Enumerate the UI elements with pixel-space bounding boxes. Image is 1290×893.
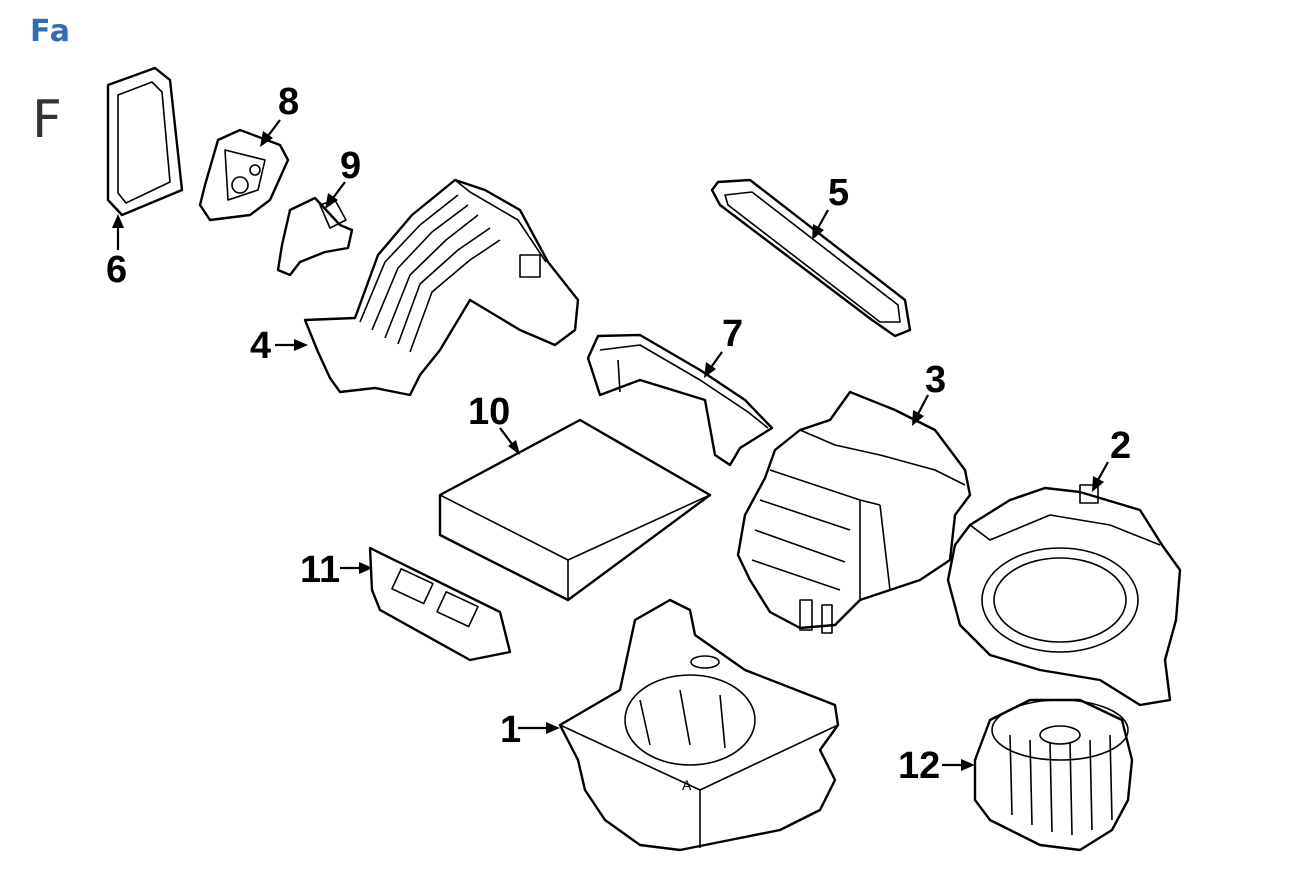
svg-text:A: A (682, 777, 692, 793)
part-12-blower-motor (973, 698, 1134, 852)
page-title-fragment: Fa (30, 14, 71, 49)
part-8-actuator (198, 128, 290, 222)
callout-4: 4 (250, 325, 271, 367)
callout-3: 3 (925, 359, 946, 401)
callout-6: 6 (106, 249, 127, 291)
part-10-filter (438, 418, 712, 602)
subtitle-fragment: F (32, 90, 62, 150)
callout-11: 11 (300, 549, 340, 591)
subtitle-fragment-text: F (32, 90, 62, 150)
callout-10: 10 (468, 391, 510, 433)
part-11-resistor (368, 546, 512, 662)
callout-12: 12 (898, 745, 940, 787)
callout-8: 8 (278, 81, 299, 123)
part-5-seal-strip (710, 178, 912, 338)
callout-1: 1 (500, 709, 521, 751)
part-7-duct (586, 333, 774, 467)
callout-9: 9 (340, 145, 361, 187)
leader-lines (112, 119, 1109, 771)
callout-7: 7 (722, 313, 743, 355)
part-2-blower-housing (946, 484, 1182, 707)
part-4-intake-housing (303, 178, 580, 397)
callout-5: 5 (828, 172, 849, 214)
part-6-gasket (106, 66, 184, 217)
callout-2: 2 (1110, 425, 1131, 467)
title-fragment-text: Fa (30, 14, 71, 49)
part-9-sensor (276, 196, 354, 277)
callout-labels: 1 2 3 4 5 6 7 8 9 10 11 12 (106, 81, 1131, 787)
part-1-blower-case: A (558, 598, 840, 852)
part-3-evaporator-case (736, 390, 972, 634)
